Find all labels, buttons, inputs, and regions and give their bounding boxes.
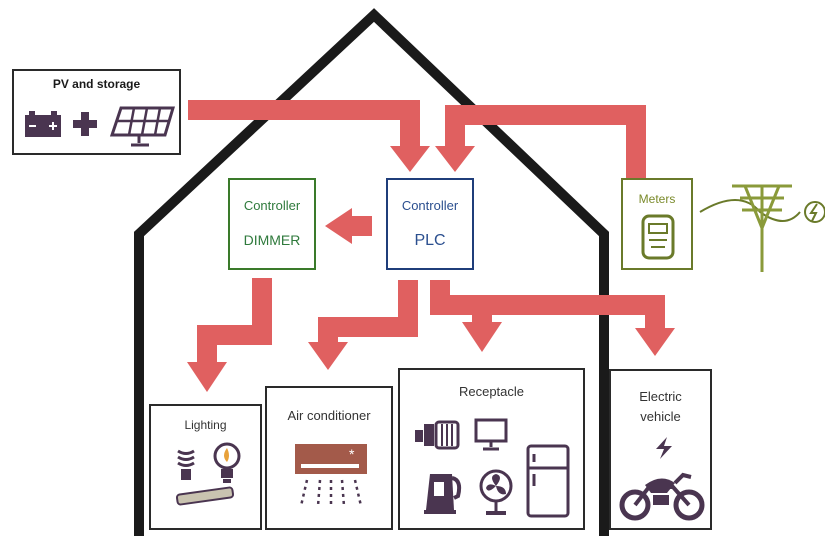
arrowhead-pv [390,146,430,172]
receptacle-title: Receptacle [458,384,525,399]
power-plug-icon [804,201,825,223]
flow-arrows [188,100,665,365]
fan-icon [479,469,513,515]
plus-icon [73,112,97,136]
kettle-icon [424,474,462,514]
arrow-heads [187,146,675,392]
arrowhead-ac [308,342,348,370]
lighting-title: Lighting [184,418,227,432]
arrowhead-dimmer [325,208,352,244]
meters-title: Meters [638,192,676,206]
air-conditioner-title: Air conditioner [287,408,371,423]
ev-line2: vehicle [640,409,681,424]
meters-box: Meters [621,178,693,270]
motor-icon [415,420,460,450]
grid-wire [699,199,801,222]
dimmer-line2: DIMMER [243,232,301,248]
arrow-meters-to-plc [445,105,646,178]
controller-plc-box: Controller PLC [386,178,474,270]
lightning-icon [656,437,672,459]
air-conditioner-box: Air conditioner * [265,386,393,530]
lighting-box: Lighting [149,404,262,530]
arrow-plc-to-ac [318,280,418,345]
ev-line1: Electric [639,389,682,404]
controller-dimmer-box: Controller DIMMER [228,178,316,270]
incandescent-bulb-icon [213,442,241,483]
power-pole-icon [732,184,792,272]
arrow-dimmer-to-lighting [197,278,272,365]
cfl-bulb-icon [177,449,195,480]
dimmer-line1: Controller [243,198,301,213]
arrow-pv-to-plc [188,100,420,148]
pv-storage-box: PV and storage [12,69,181,155]
arrowhead-ev [635,328,675,356]
arrowhead-meters [435,146,475,172]
svg-text:*: * [349,446,355,462]
plc-line2: PLC [414,232,446,249]
electric-vehicle-box: Electric vehicle [609,369,712,530]
refrigerator-icon [526,444,570,518]
tube-light-icon [175,486,235,506]
electric-meter-icon [641,214,675,260]
receptacle-box: Receptacle [398,368,585,530]
arrow-plc-to-receptacle [430,280,665,330]
arrowhead-receptacle [462,322,502,352]
air-conditioner-icon: * [295,444,367,507]
house-outline [134,8,609,536]
monitor-icon [474,418,508,451]
plc-line1: Controller [401,198,459,213]
arrowhead-lighting [187,362,227,392]
battery-icon [25,111,61,137]
pv-storage-title: PV and storage [52,77,141,91]
solar-panel-icon [109,106,175,147]
motorcycle-icon [619,472,705,521]
